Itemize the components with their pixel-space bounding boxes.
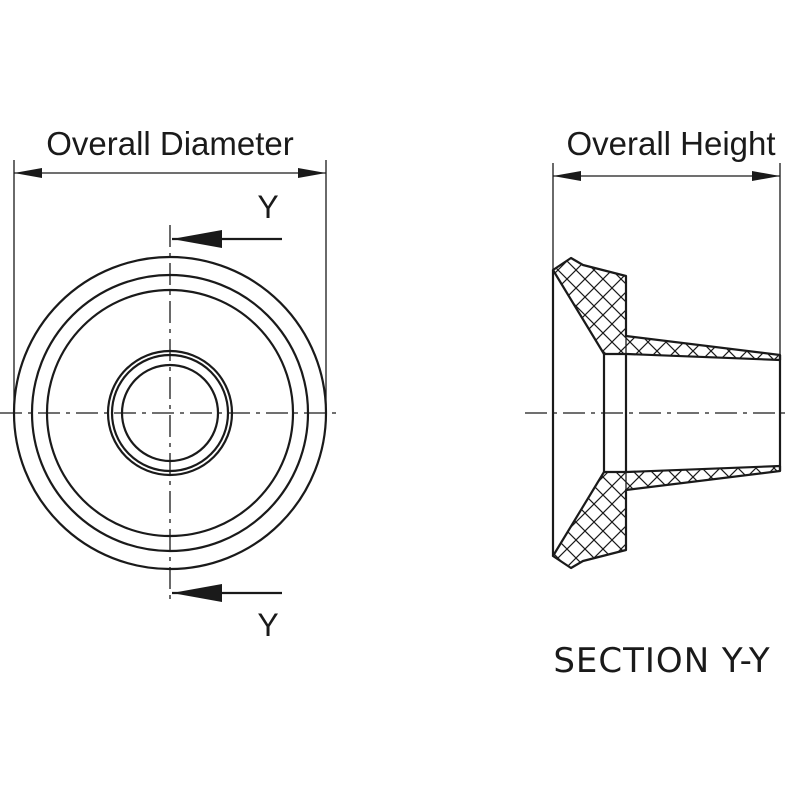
arrowhead-right [298,168,326,178]
section-marker-top: Y [172,189,282,248]
arrowhead-left [553,171,581,181]
section-mark-top-label: Y [257,189,278,225]
overall-height-label: Overall Height [566,125,775,162]
front-view: Overall Diameter Y Y [0,125,342,643]
upper-section-hatch [551,256,782,362]
arrowhead-right [752,171,780,181]
overall-diameter-dimension: Overall Diameter [13,125,327,405]
lower-section-hatch [551,464,782,570]
cutting-plane-arrowhead-top [172,230,222,248]
overall-height-dimension: Overall Height [552,125,781,355]
cutting-plane-arrowhead-bottom [172,584,222,602]
section-view: Overall Height SECTION Y-Y [525,125,790,681]
section-mark-bottom-label: Y [257,607,278,643]
overall-diameter-label: Overall Diameter [46,125,294,162]
arrowhead-left [14,168,42,178]
section-marker-bottom: Y [172,584,282,643]
section-title: SECTION Y-Y [553,641,770,681]
